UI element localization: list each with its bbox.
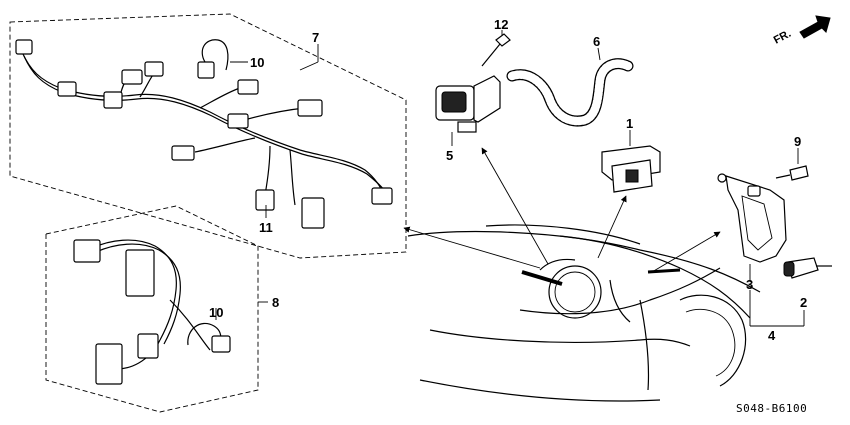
sensor-5-assembly (435, 30, 511, 146)
callout-9: 9 (794, 134, 801, 149)
harness-8-panel (45, 205, 268, 413)
harness-7-panel (9, 13, 407, 259)
part-1-cover (601, 130, 661, 193)
direction-label: FR. (772, 28, 793, 47)
callout-3: 3 (746, 277, 753, 292)
callout-4: 4 (768, 328, 776, 343)
front-direction-indicator: FR. (772, 15, 831, 47)
front-arrow-icon (799, 15, 831, 39)
vehicle-body (407, 224, 761, 402)
callout-1: 1 (626, 116, 633, 131)
callout-5: 5 (446, 148, 453, 163)
pointer-arrows (403, 147, 721, 273)
callout-10-upper: 10 (250, 55, 264, 70)
callout-2: 2 (800, 295, 807, 310)
callout-12: 12 (494, 17, 508, 32)
callout-10-lower: 10 (209, 305, 223, 320)
callout-6: 6 (593, 34, 600, 49)
callout-7: 7 (312, 30, 319, 45)
drawing-code: S048-B6100 (736, 402, 807, 415)
hose-6 (506, 47, 634, 127)
callout-8: 8 (272, 295, 279, 310)
callout-11: 11 (259, 220, 273, 235)
bracket-3-assembly (717, 148, 832, 327)
